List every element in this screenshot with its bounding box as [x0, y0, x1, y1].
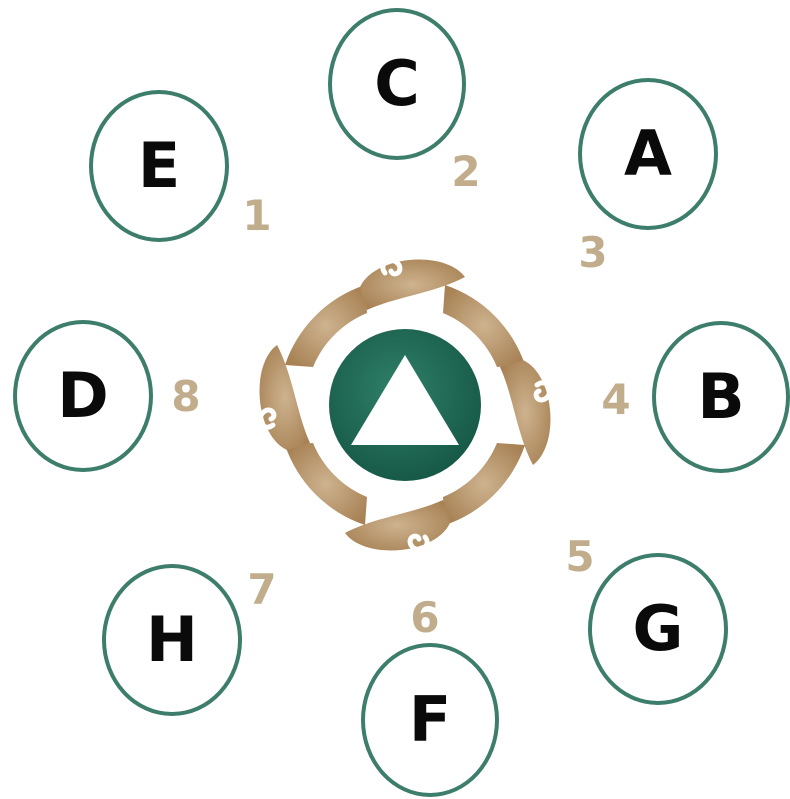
number-label-3: 3 — [578, 232, 607, 274]
center-emblem — [230, 230, 580, 580]
node-e[interactable]: E — [89, 90, 229, 242]
node-h-label: H — [146, 609, 198, 671]
node-d[interactable]: D — [13, 320, 153, 472]
node-b[interactable]: B — [652, 321, 790, 473]
node-g-label: G — [633, 598, 684, 660]
node-c-label: C — [374, 53, 420, 115]
number-label-4: 4 — [601, 379, 630, 421]
node-b-label: B — [697, 366, 744, 428]
number-label-2: 2 — [451, 151, 480, 193]
node-f-label: F — [409, 689, 451, 751]
node-e-label: E — [138, 135, 180, 197]
node-c[interactable]: C — [328, 8, 466, 160]
number-label-5: 5 — [565, 536, 594, 578]
node-d-label: D — [57, 365, 108, 427]
node-g[interactable]: G — [588, 553, 728, 705]
node-a[interactable]: A — [578, 78, 718, 230]
number-label-6: 6 — [410, 597, 439, 639]
node-a-label: A — [624, 123, 672, 185]
number-label-8: 8 — [171, 376, 200, 418]
number-label-7: 7 — [247, 569, 276, 611]
node-f[interactable]: F — [361, 643, 499, 797]
node-h[interactable]: H — [102, 564, 242, 716]
number-label-1: 1 — [242, 195, 271, 237]
